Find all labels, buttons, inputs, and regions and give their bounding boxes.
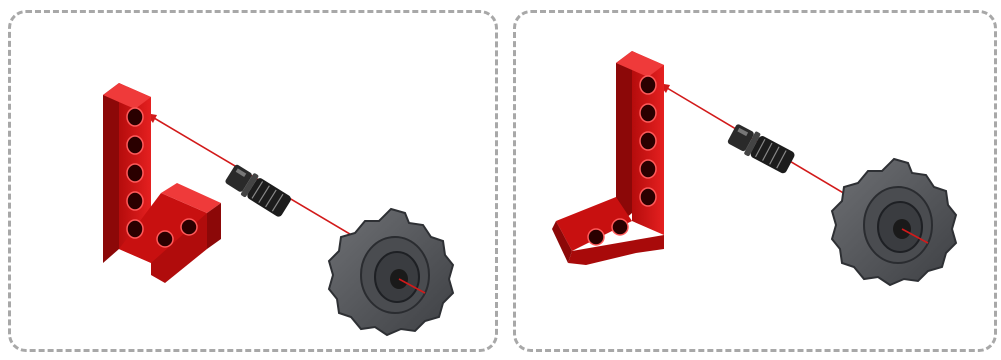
gear-wheel bbox=[329, 209, 453, 335]
connector-pin bbox=[726, 122, 796, 176]
gear-wheel bbox=[832, 159, 956, 285]
assembly-step-panel-2 bbox=[513, 10, 997, 352]
red-l-beam bbox=[103, 83, 221, 283]
red-l-beam bbox=[552, 51, 664, 265]
assembly-step-panel-1 bbox=[8, 10, 498, 352]
connector-pin bbox=[223, 162, 293, 219]
assembly-illustration-1 bbox=[11, 13, 498, 352]
assembly-illustration-2 bbox=[516, 13, 997, 352]
